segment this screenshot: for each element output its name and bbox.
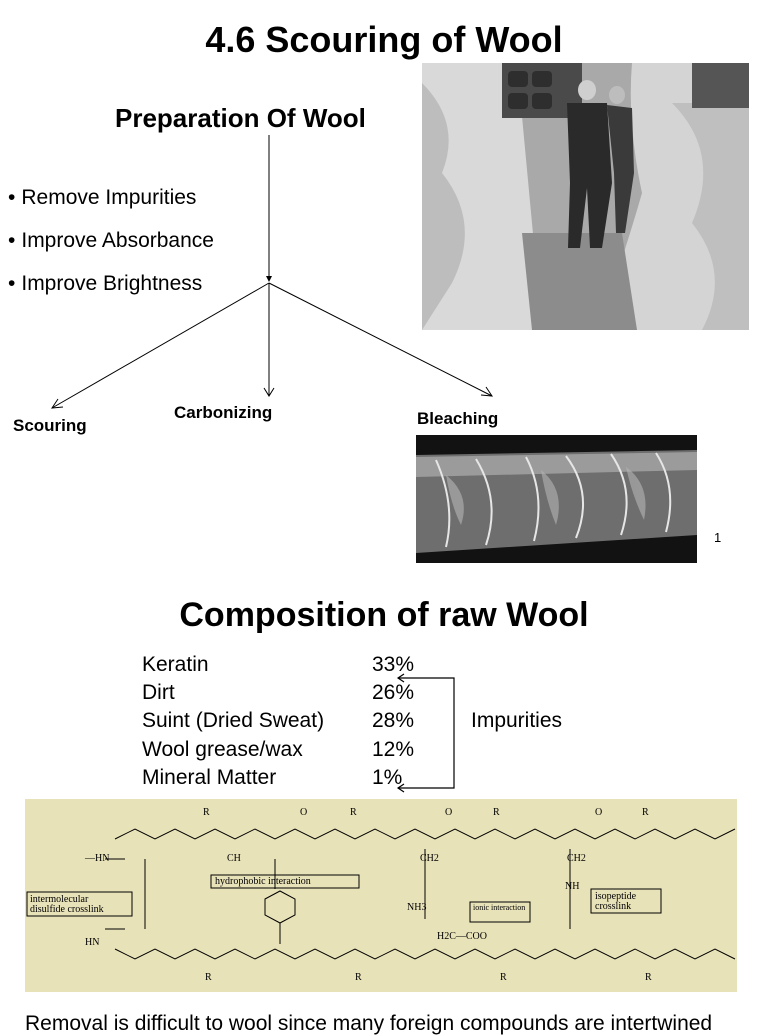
composition-value: 26% [372,681,415,704]
label-ionic: ionic interaction [473,903,526,912]
bullet-item: Remove Impurities [8,186,196,210]
svg-text:O: O [445,807,452,818]
label-isopeptide: isopeptide [595,891,637,902]
wool-warehouse-photo [422,63,749,330]
svg-text:O: O [595,807,602,818]
svg-text:R: R [500,972,507,983]
label-disulfide: disulfide crosslink [30,904,104,915]
bullet-text: Remove Impurities [21,186,197,209]
svg-text:NH: NH [565,881,579,892]
svg-text:NH3: NH3 [407,902,426,913]
arrow-to-scouring [51,282,270,409]
label-crosslink: crosslink [595,901,632,912]
svg-text:R: R [350,807,357,818]
svg-text:CH: CH [227,853,241,864]
arrowhead-bleaching [480,386,493,397]
svg-text:R: R [493,807,500,818]
composition-name: Suint (Dried Sweat) [142,709,325,732]
composition-name: Dirt [142,681,175,704]
composition-name: Wool grease/wax [142,738,303,761]
svg-text:R: R [355,972,362,983]
stem-arrowhead [266,276,272,282]
svg-text:CH2: CH2 [567,853,586,864]
flow-arrows [51,135,493,409]
bullet-item: Improve Absorbance [8,229,214,253]
page-number: 1 [714,530,722,545]
composition-title: Composition of raw Wool [179,596,589,634]
slide-title: 4.6 Scouring of Wool [205,19,563,60]
composition-name: Mineral Matter [142,766,277,789]
svg-text:R: R [642,807,649,818]
branch-scouring: Scouring [13,416,87,435]
arrowhead-scouring [51,398,64,409]
svg-text:O: O [300,807,307,818]
svg-text:—HN: —HN [84,853,109,864]
bullet-text: Improve Absorbance [21,229,214,252]
composition-name: Keratin [142,653,209,676]
svg-text:HN: HN [85,937,99,948]
impurities-label: Impurities [471,709,563,732]
label-intermolecular: intermolecular [30,894,89,905]
branch-carbonizing: Carbonizing [174,403,273,422]
bullet-text: Improve Brightness [21,272,203,295]
impurities-bracket [396,673,455,793]
bullet-item: Improve Brightness [8,272,202,296]
svg-text:CH2: CH2 [420,853,439,864]
preparation-heading: Preparation Of Wool [115,103,366,133]
composition-value: 33% [372,653,415,676]
wool-fiber-micrograph [416,435,697,563]
footer-text: Removal is difficult to wool since many … [25,1012,713,1035]
arrow-to-bleaching [268,282,493,397]
branch-bleaching: Bleaching [417,409,499,428]
svg-text:R: R [203,807,210,818]
composition-value: 1% [372,766,403,789]
composition-value: 28% [372,709,415,732]
arrowhead-carbonizing [263,387,275,397]
svg-text:H2C—COO: H2C—COO [437,931,487,942]
svg-text:R: R [645,972,652,983]
keratin-structure-diagram: R O R O R O R —HN CH CH2 CH2 NH NH3 H2C—… [25,799,737,992]
label-hydrophobic: hydrophobic interaction [215,876,311,887]
composition-value: 12% [372,738,415,761]
svg-text:R: R [205,972,212,983]
